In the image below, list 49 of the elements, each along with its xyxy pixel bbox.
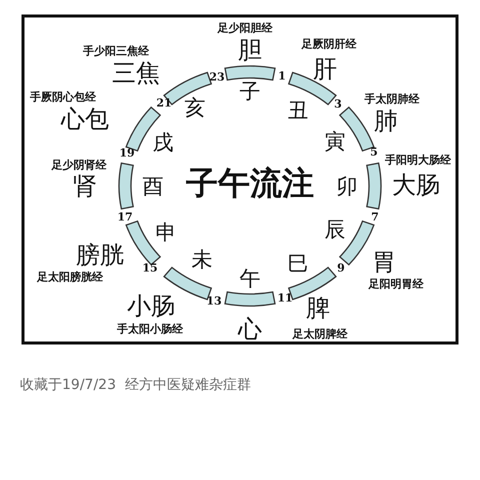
branch-label: 申 <box>156 222 176 244</box>
hour-number: 3 <box>334 98 342 110</box>
branch-label: 未 <box>192 250 212 270</box>
organ-label: 肾 <box>73 174 97 198</box>
branch-label: 午 <box>240 268 260 290</box>
meridian-label: 足太阳膀胱经 <box>37 272 103 282</box>
organ-label: 胆 <box>238 38 262 62</box>
diagram-title: 子午流注 <box>186 167 314 199</box>
hour-number: 17 <box>117 212 133 222</box>
hour-number: 11 <box>277 292 293 304</box>
meridian-label: 足厥阴肝经 <box>302 38 356 50</box>
branch-label: 卯 <box>336 176 358 198</box>
meridian-label: 手少阳三焦经 <box>83 46 149 56</box>
organ-label: 肺 <box>374 109 398 133</box>
meridian-label: 足阳明胃经 <box>368 278 424 290</box>
branch-label: 巳 <box>288 254 308 274</box>
branch-label: 辰 <box>324 220 346 240</box>
branch-label: 亥 <box>184 98 206 118</box>
branch-label: 戌 <box>152 132 174 154</box>
meridian-label: 手太阴肺经 <box>364 94 420 104</box>
hour-number: 5 <box>370 146 378 158</box>
hour-number: 7 <box>371 212 379 222</box>
hour-number: 1 <box>278 70 286 82</box>
organ-label: 大肠 <box>392 173 440 197</box>
hour-number: 15 <box>142 262 158 274</box>
branch-label: 子 <box>240 82 260 102</box>
hour-number: 19 <box>119 148 135 158</box>
meridian-label: 手厥阴心包经 <box>30 92 96 102</box>
organ-label: 三焦 <box>112 61 160 85</box>
organ-label: 小肠 <box>127 294 175 318</box>
organ-label: 心 <box>238 317 262 341</box>
hour-number: 23 <box>209 72 225 82</box>
branch-label: 酉 <box>142 176 164 198</box>
organ-label: 肝 <box>313 57 337 81</box>
meridian-label: 手阳明大肠经 <box>385 154 451 166</box>
hour-number: 21 <box>156 98 172 108</box>
organ-label: 胃 <box>372 250 396 274</box>
organ-label: 心包 <box>61 107 109 131</box>
meridian-label: 足少阳胆经 <box>218 22 272 34</box>
hour-number: 13 <box>206 296 222 306</box>
organ-label: 膀胱 <box>76 243 124 267</box>
caption: 收藏于19/7/23 经方中医疑难杂症群 <box>20 378 251 392</box>
meridian-label: 足太阴脾经 <box>292 328 348 340</box>
meridian-label: 足少阴肾经 <box>52 160 106 170</box>
organ-label: 脾 <box>306 296 330 320</box>
hour-number: 9 <box>337 262 345 274</box>
branch-label: 寅 <box>324 132 346 152</box>
meridian-label: 手太阳小肠经 <box>117 324 183 334</box>
branch-label: 丑 <box>288 100 308 122</box>
